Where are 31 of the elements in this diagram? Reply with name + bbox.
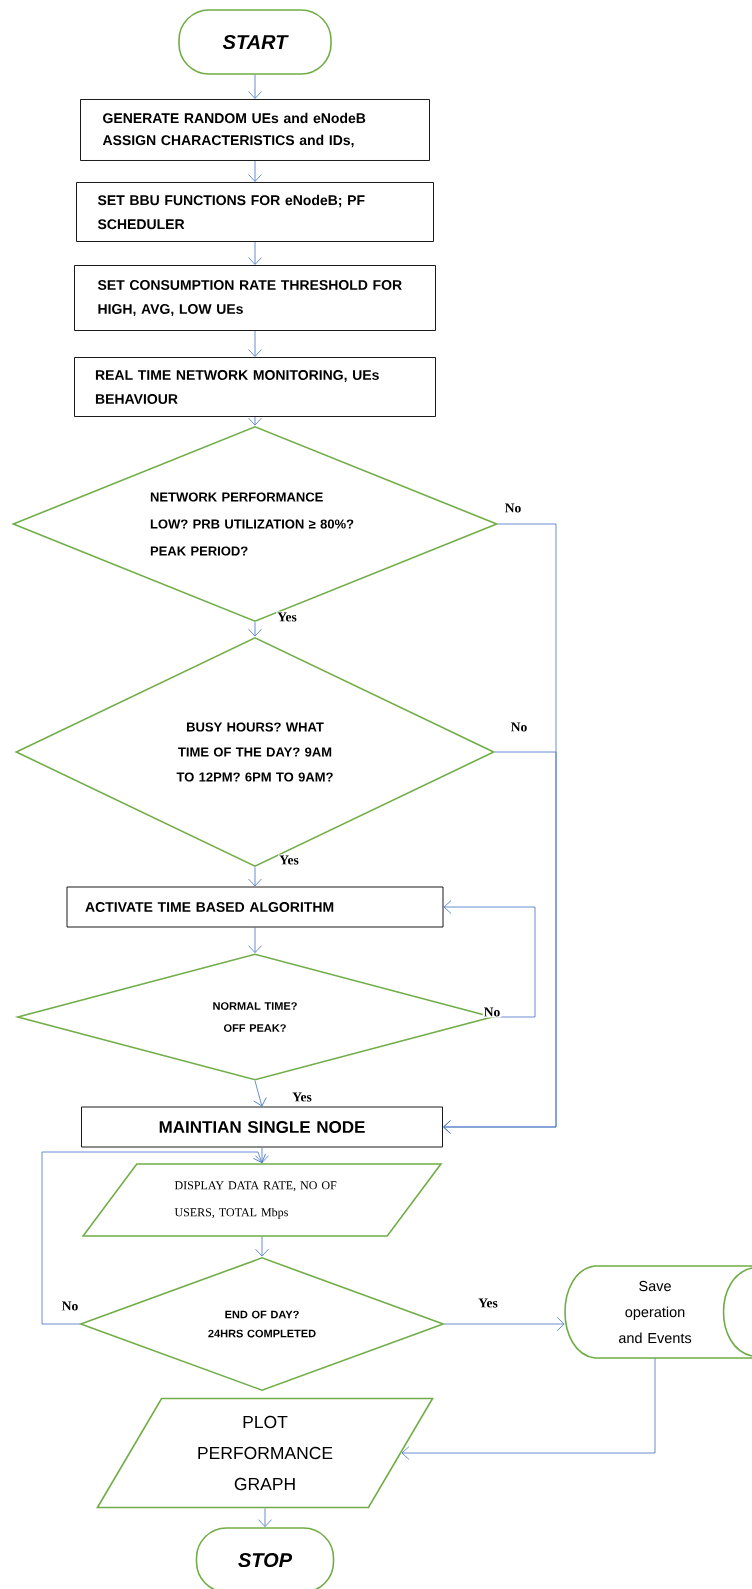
edge-label: Yes bbox=[278, 854, 300, 866]
edge-label: No bbox=[60, 1300, 80, 1312]
process-box: REAL TIME NETWORK MONITORING, UEs BEHAVIOUR bbox=[74, 357, 436, 417]
arrow bbox=[443, 751, 557, 1134]
edge-label: Yes bbox=[291, 1091, 313, 1103]
arrow bbox=[443, 1317, 565, 1331]
arrow bbox=[248, 866, 262, 887]
arrow bbox=[443, 900, 536, 1018]
process-box: SET CONSUMPTION RATE THRESHOLD FOR HIGH, AVG, LOW UEs bbox=[74, 265, 436, 331]
arrow bbox=[255, 1147, 269, 1163]
arrow bbox=[248, 160, 262, 182]
arrow bbox=[258, 1507, 272, 1528]
process-box: SET BBU FUNCTIONS FOR eNodeB; PF SCHEDULER bbox=[76, 182, 434, 242]
edge-label: No bbox=[503, 502, 523, 514]
edge-label: Yes bbox=[477, 1297, 499, 1309]
process-box: MAINTIAN SINGLE NODE bbox=[81, 1106, 443, 1148]
arrow bbox=[248, 621, 262, 637]
arrow bbox=[401, 1357, 656, 1460]
edge-label: Yes bbox=[276, 611, 298, 623]
arrow bbox=[253, 1080, 267, 1107]
data-parallelogram: PLOT PERFORMANCE GRAPH bbox=[96, 1397, 434, 1509]
arrow bbox=[248, 927, 262, 953]
arrow bbox=[248, 330, 262, 357]
arrow bbox=[248, 74, 262, 99]
process-box: GENERATE RANDOM UEs and eNodeB ASSIGN CHARACTERISTICS and IDs, bbox=[80, 99, 430, 161]
edge-label: No bbox=[482, 1006, 502, 1018]
arrow bbox=[41, 1151, 266, 1325]
arrow bbox=[248, 241, 262, 265]
process-box: ACTIVATE TIME BASED ALGORITHM bbox=[66, 886, 444, 928]
arrow bbox=[255, 1236, 269, 1257]
edge-label: No bbox=[509, 721, 529, 733]
